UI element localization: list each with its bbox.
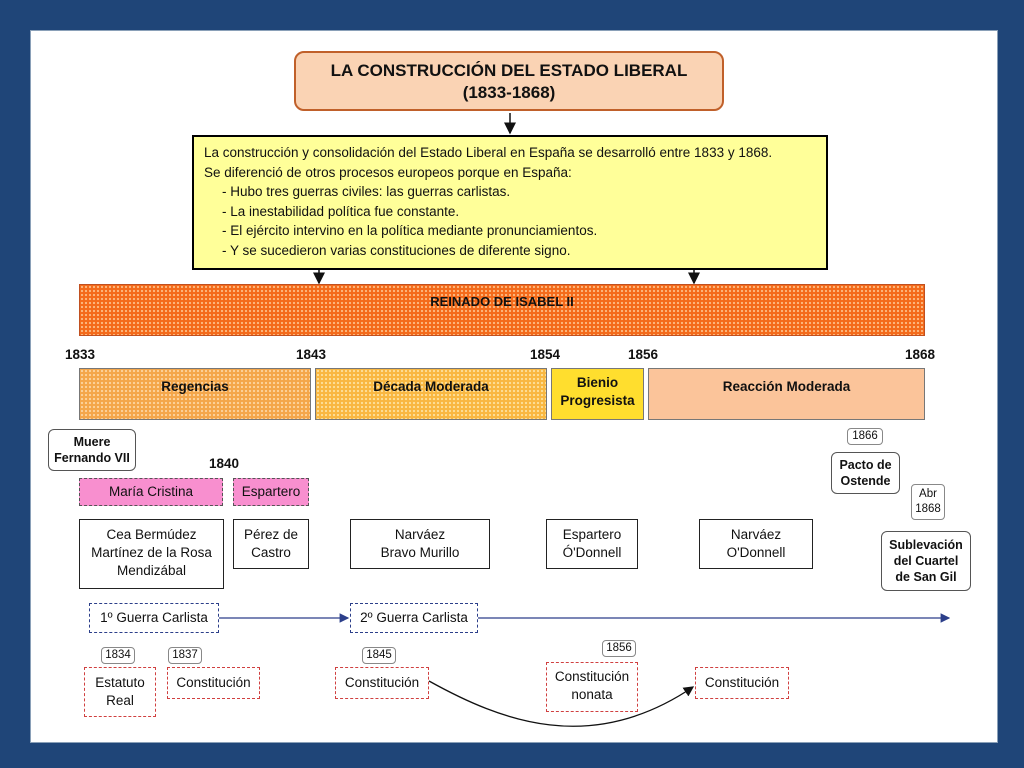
sub-tag-line2: 1868 [915, 503, 941, 515]
pacto-line2: Ostende [840, 474, 891, 488]
nonata-line2: nonata [571, 687, 613, 702]
slide: LA CONSTRUCCIÓN DEL ESTADO LIBERAL (1833… [30, 30, 998, 743]
intro-line1: La construcción y consolidación del Esta… [204, 145, 773, 160]
event-muere-fernando: Muere Fernando VII [48, 429, 136, 471]
sub-line3: de San Gil [895, 570, 957, 584]
regent-maria-cristina: María Cristina [79, 478, 223, 506]
year-1856: 1856 [628, 347, 659, 362]
bienio-line1: Bienio [576, 375, 619, 390]
sub-tag-line1: Abr [919, 488, 937, 500]
tag-1834: 1834 [101, 647, 135, 664]
government-name: Pérez de [243, 527, 299, 542]
government-box-5: Narváez O'Donnell [699, 519, 813, 569]
government-name: Cea Bermúdez [106, 527, 197, 542]
constitution-curve [428, 680, 695, 727]
estatuto-line1: Estatuto [95, 675, 145, 690]
year-1868: 1868 [905, 347, 936, 362]
government-box-3: Narváez Bravo Murillo [350, 519, 490, 569]
intro-box: La construcción y consolidación del Esta… [192, 135, 828, 270]
war-first-carlist: 1º Guerra Carlista [89, 603, 219, 633]
event-pacto-ostende: Pacto de Ostende [831, 452, 900, 494]
government-name: Martínez de la Rosa [91, 545, 212, 560]
muere-line2: Fernando VII [54, 451, 130, 465]
year-1833: 1833 [65, 347, 96, 362]
title-line2: (1833-1868) [462, 83, 556, 102]
sub-line1: Sublevación [889, 538, 963, 552]
government-box-1: Cea Bermúdez Martínez de la Rosa Mendizá… [79, 519, 224, 589]
constitution-estatuto-real: Estatuto Real [84, 667, 156, 717]
title-line1: LA CONSTRUCCIÓN DEL ESTADO LIBERAL [330, 61, 688, 80]
government-name: Mendizábal [116, 563, 187, 578]
constitution-nonata: Constitución nonata [546, 662, 638, 712]
year-1843: 1843 [296, 347, 327, 362]
constitution-1837: Constitución [167, 667, 260, 699]
government-box-2: Pérez de Castro [233, 519, 309, 569]
government-name: Espartero [562, 527, 622, 542]
tag-1856: 1856 [602, 640, 636, 657]
period-decada-moderada: Década Moderada [315, 368, 547, 420]
period-regencias: Regencias [79, 368, 311, 420]
tag-1845: 1845 [362, 647, 396, 664]
year-1854: 1854 [530, 347, 561, 362]
reign-bar: REINADO DE ISABEL II [79, 284, 925, 336]
intro-item: - Hubo tres guerras civiles: las guerras… [222, 184, 511, 199]
tag-1866: 1866 [847, 428, 883, 445]
intro-item: - La inestabilidad política fue constant… [222, 203, 460, 219]
year-1840: 1840 [209, 456, 240, 471]
war-second-carlist: 2º Guerra Carlista [350, 603, 478, 633]
constitution-1845: Constitución [335, 667, 429, 699]
government-name: Narváez [394, 527, 446, 542]
government-box-4: Espartero Ó'Donnell [546, 519, 638, 569]
government-name: Bravo Murillo [380, 545, 460, 560]
government-name: Narváez [730, 527, 782, 542]
estatuto-line2: Real [106, 693, 134, 708]
government-name: Castro [251, 545, 291, 560]
regent-espartero: Espartero [233, 478, 309, 506]
intro-item: - El ejército intervino en la política m… [222, 223, 598, 238]
nonata-line1: Constitución [554, 669, 630, 684]
period-bienio-progresista: Bienio Progresista [551, 368, 644, 420]
government-name: O'Donnell [726, 545, 786, 560]
connector-lines [219, 113, 951, 727]
tag-abr-1868: Abr 1868 [911, 484, 945, 520]
muere-line1: Muere [73, 435, 111, 449]
period-reaccion-moderada: Reacción Moderada [648, 368, 925, 420]
tag-1837: 1837 [168, 647, 202, 664]
sub-line2: del Cuartel [893, 554, 959, 568]
government-name: Ó'Donnell [562, 545, 622, 560]
bienio-line2: Progresista [560, 393, 635, 408]
title-box: LA CONSTRUCCIÓN DEL ESTADO LIBERAL (1833… [294, 51, 724, 111]
intro-line2: Se diferenció de otros procesos europeos… [204, 164, 572, 180]
event-sublevacion-san-gil: Sublevación del Cuartel de San Gil [881, 531, 971, 591]
intro-item: - Y se sucedieron varias constituciones … [222, 242, 571, 258]
pacto-line1: Pacto de [839, 458, 892, 472]
constitution-1869: Constitución [695, 667, 789, 699]
